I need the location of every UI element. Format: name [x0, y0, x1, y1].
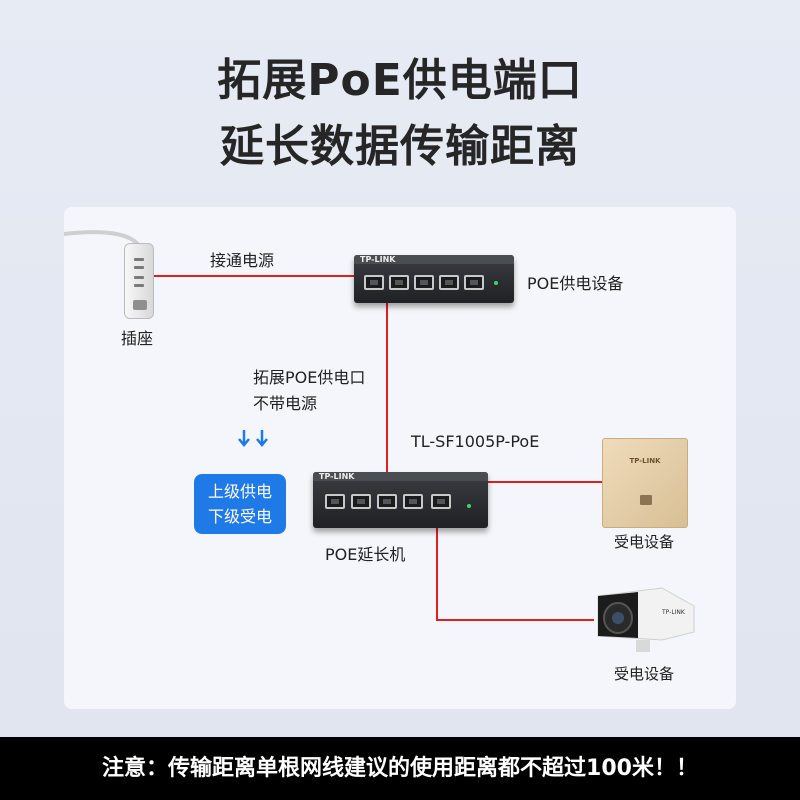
bullet-camera-icon: TP-LINK — [597, 587, 695, 652]
footer-note: 注意：传输距离单根网线建议的使用距离都不超过100米！！ — [0, 737, 800, 800]
power-cord — [63, 230, 141, 248]
wire-extender-camera — [436, 528, 594, 621]
outlet-label: 插座 — [121, 329, 154, 348]
badge-line-1: 上级供电 — [207, 482, 272, 501]
model-label: TL-SF1005P-PoE — [411, 432, 540, 451]
extend-label-line-1: 拓展POE供电口 — [253, 368, 366, 387]
extender-brand: TP-LINK — [319, 472, 355, 481]
panel-ap-icon: TP-LINK — [602, 438, 688, 528]
switch-brand: TP-LINK — [360, 255, 396, 264]
headline-line-2: 延长数据传输距离 — [220, 121, 580, 172]
down-arrow-icon — [238, 430, 268, 447]
power-link-label: 接通电源 — [210, 251, 275, 270]
extend-label-line-2: 不带电源 — [253, 394, 318, 413]
poe-extender-icon: TP-LINK — [313, 472, 488, 528]
headline-line-1: 拓展PoE供电端口 — [217, 55, 583, 106]
receiver-label-camera: 受电设备 — [614, 665, 675, 683]
extender-label: POE延长机 — [325, 545, 406, 564]
poe-switch-icon: TP-LINK — [354, 255, 514, 303]
receiver-label-ap: 受电设备 — [614, 533, 675, 551]
poe-source-label: POE供电设备 — [527, 274, 624, 293]
camera-brand: TP-LINK — [661, 609, 686, 616]
ap-brand: TP-LINK — [629, 457, 661, 465]
badge-line-2: 下级受电 — [207, 507, 272, 526]
power-direction-badge: 上级供电 下级受电 — [194, 474, 286, 534]
power-outlet-icon — [124, 243, 154, 319]
